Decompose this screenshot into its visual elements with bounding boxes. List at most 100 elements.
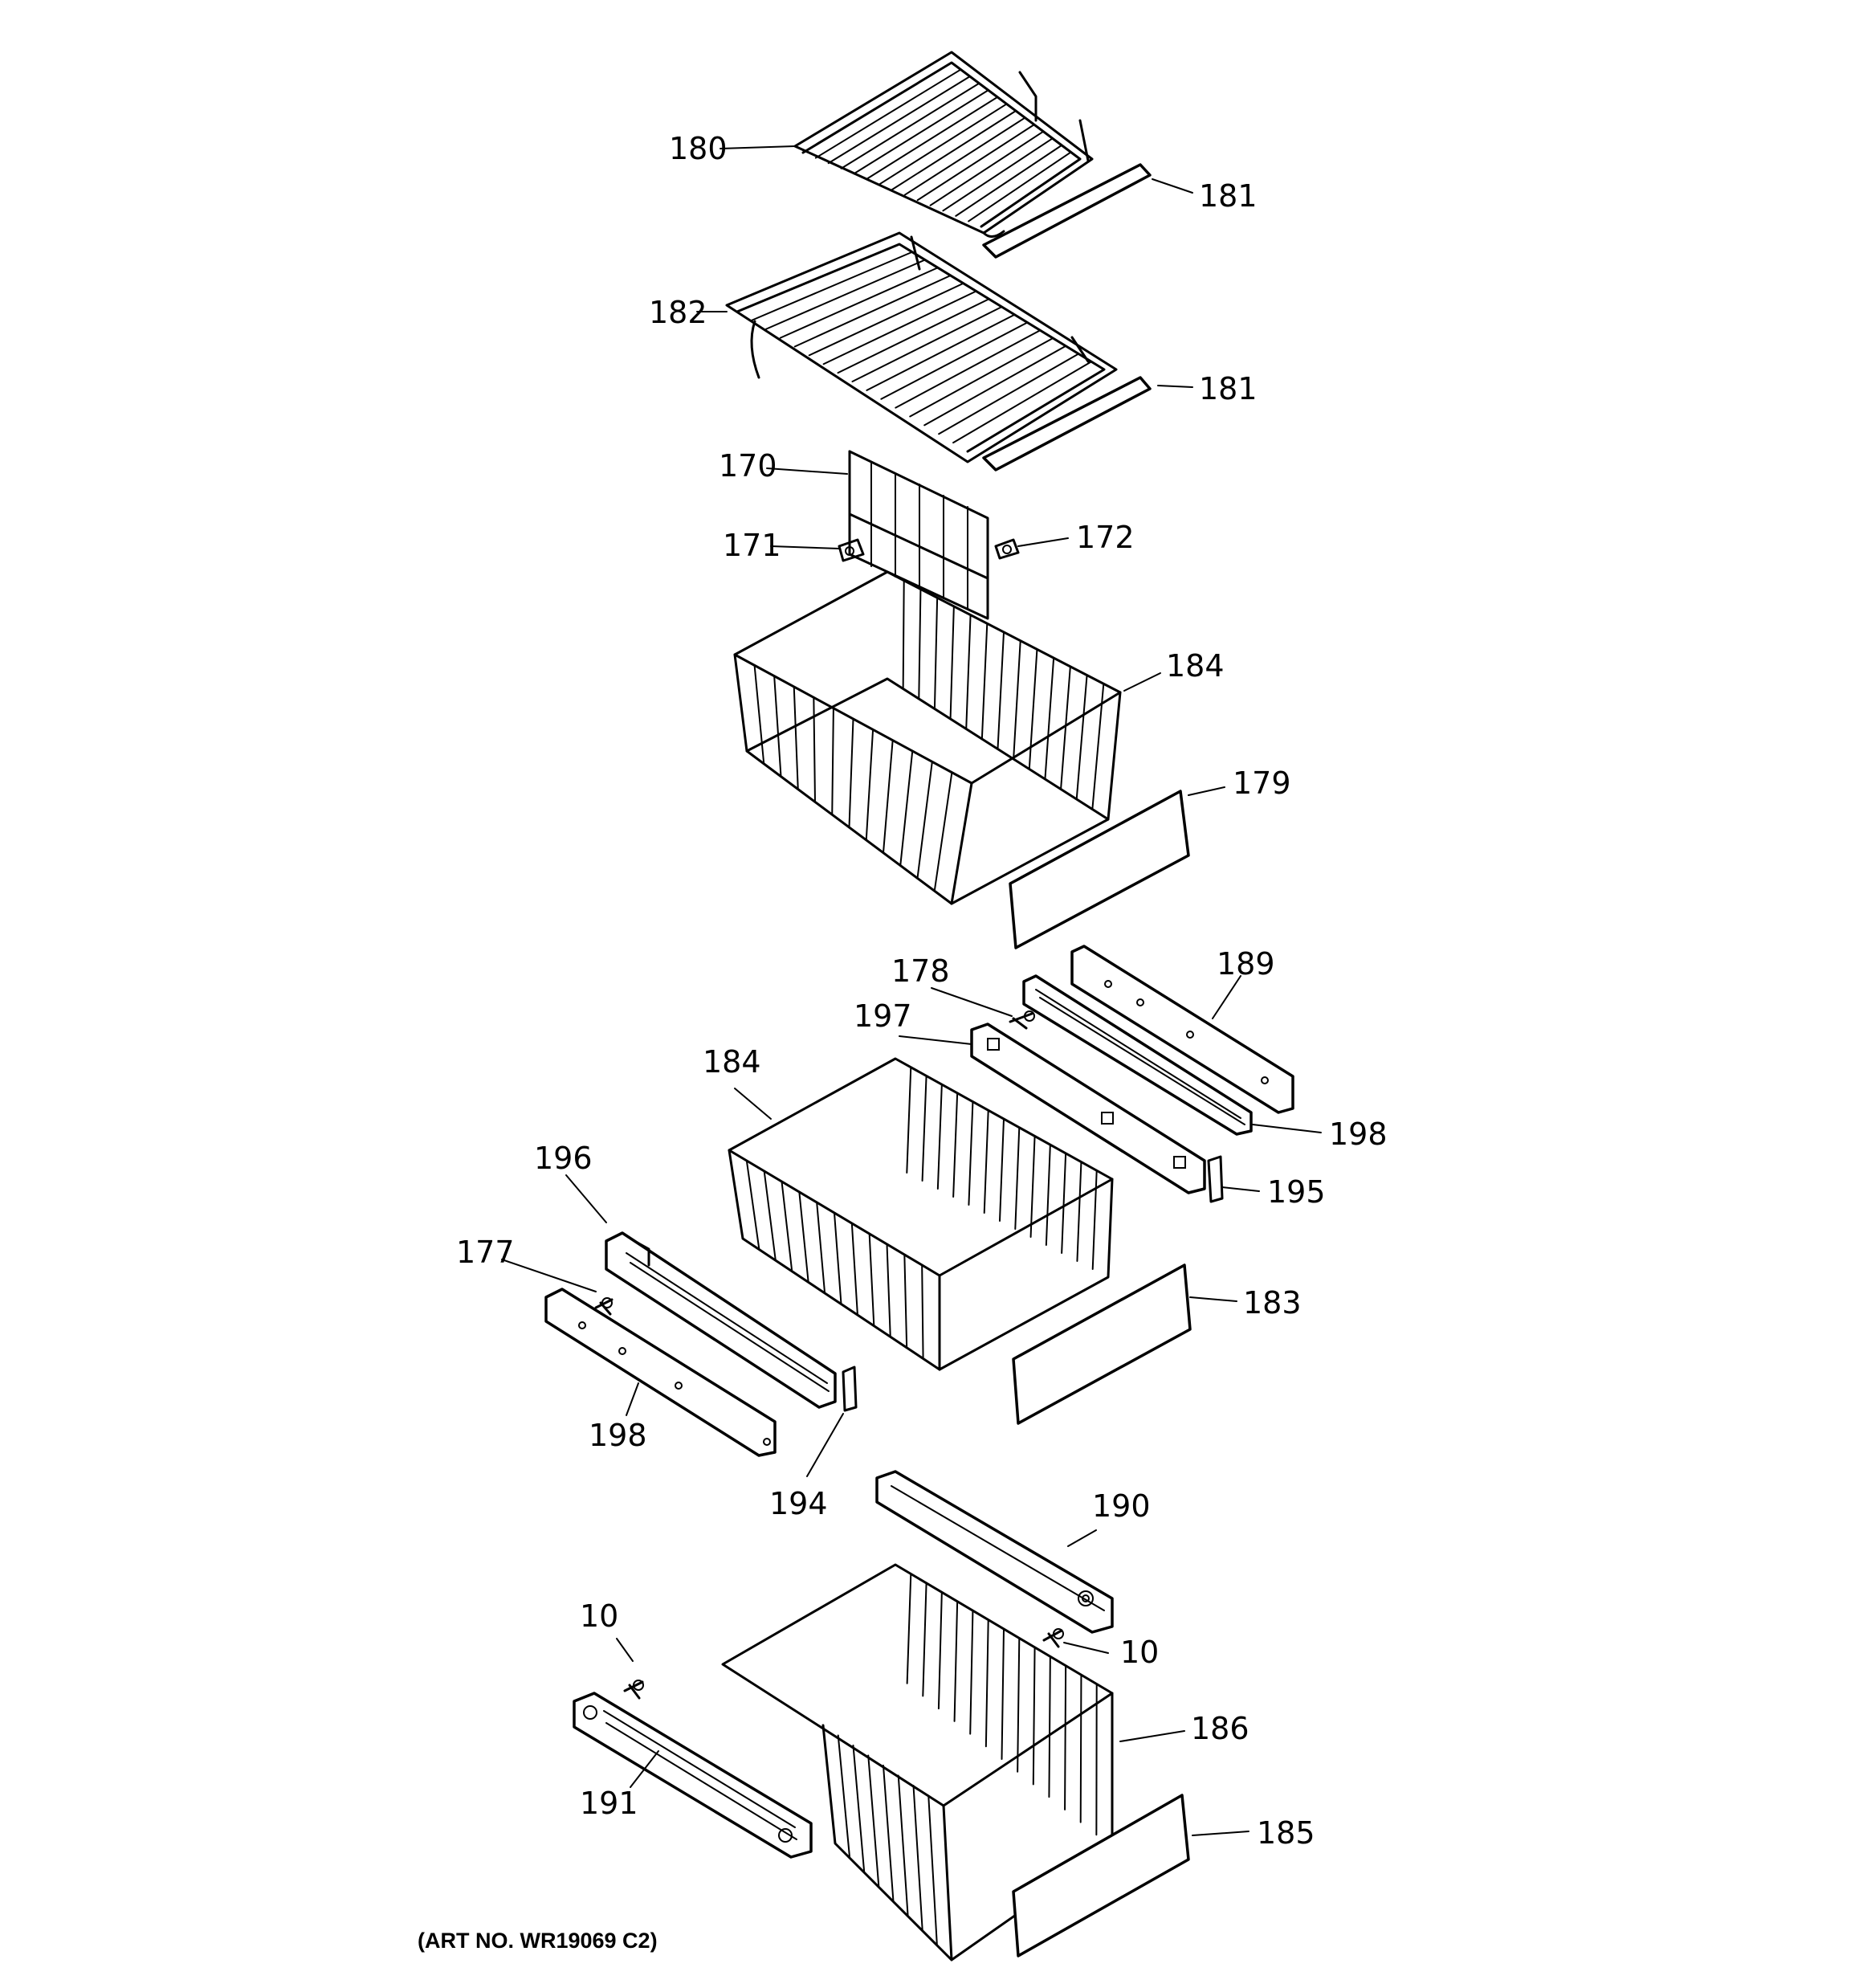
wire-rung — [997, 631, 1005, 750]
wire-rung — [916, 124, 1035, 202]
label-184-upper: 184 — [1166, 648, 1225, 684]
rail-end-195 — [1207, 1155, 1224, 1203]
wire-rung — [763, 1170, 777, 1262]
shelf-trim-181-top — [982, 163, 1152, 259]
label-178: 178 — [891, 953, 950, 989]
wire-rung — [750, 251, 913, 321]
wire-rung — [886, 1243, 891, 1338]
wire-rung — [813, 696, 816, 803]
wire-rung — [921, 1264, 924, 1360]
wire-basket-184-middle — [728, 1057, 1114, 1371]
wire-rung — [867, 1754, 880, 1888]
wire-rung — [814, 68, 962, 159]
wire-rung — [968, 151, 1072, 222]
wire-rung — [969, 1610, 974, 1735]
divider-170 — [848, 450, 989, 620]
wire-rung — [779, 267, 939, 339]
wire-rung — [764, 259, 926, 330]
wire-rung — [880, 321, 1029, 400]
wire-rung — [906, 1066, 912, 1174]
label-195: 195 — [1267, 1174, 1326, 1210]
wire-rung — [851, 306, 1003, 382]
wire-rung — [822, 290, 977, 365]
wire-rung — [952, 361, 1093, 444]
label-184-middle: 184 — [703, 1044, 761, 1080]
wire-rung — [853, 89, 989, 175]
wire-rung — [999, 1118, 1005, 1222]
shelf-trim-181-second — [982, 376, 1152, 471]
slide-rail-196-left — [605, 1231, 837, 1409]
wire-rung — [952, 1092, 959, 1198]
wire-rung — [816, 1202, 826, 1294]
wire-rung — [903, 116, 1026, 196]
label-182: 182 — [649, 295, 707, 330]
wire-rung — [840, 82, 980, 169]
wire-rung — [902, 579, 905, 690]
label-177: 177 — [456, 1235, 515, 1270]
wire-rung — [968, 1100, 974, 1206]
wire-rung — [933, 771, 953, 892]
wire-rung — [827, 76, 971, 165]
wire-rung — [921, 1075, 927, 1182]
label-170: 170 — [719, 448, 777, 484]
wire-rung — [953, 1600, 959, 1722]
screw-10-left — [623, 1680, 644, 1700]
wire-rung — [837, 298, 990, 374]
wire-rung — [1048, 1655, 1051, 1798]
wire-rung — [942, 137, 1054, 212]
wire-rung — [753, 664, 765, 765]
label-191: 191 — [580, 1786, 638, 1821]
basket-front-185 — [1012, 1794, 1190, 1957]
label-181-second: 181 — [1199, 371, 1258, 406]
wire-rung — [903, 1254, 908, 1349]
wire-rung — [852, 1745, 866, 1874]
wire-rung — [1061, 1152, 1067, 1254]
screw-178 — [1009, 1010, 1035, 1030]
wire-rung — [883, 739, 894, 854]
wire-rung — [937, 1591, 943, 1710]
wire-rung — [1091, 683, 1105, 810]
wire-basket-184-upper — [733, 570, 1122, 905]
wire-rung — [955, 144, 1063, 217]
wire-rung — [1076, 1161, 1082, 1262]
label-194: 194 — [769, 1486, 828, 1521]
wire-rung — [865, 729, 874, 841]
wire-shelf-180 — [793, 51, 1094, 238]
label-198-right: 198 — [1329, 1116, 1388, 1152]
wire-rung — [798, 1191, 809, 1284]
screw-10-right — [1042, 1628, 1064, 1648]
wire-rung — [1014, 1126, 1021, 1230]
wire-rung — [850, 1223, 858, 1316]
wire-rung — [773, 675, 782, 778]
wire-basket-186-bottom — [721, 1563, 1114, 1961]
label-196: 196 — [534, 1141, 593, 1176]
wire-rung — [1079, 1674, 1082, 1823]
label-190: 190 — [1092, 1488, 1151, 1524]
rear-bracket-190 — [875, 1470, 1114, 1634]
wire-rung — [906, 1573, 912, 1684]
wire-rung — [895, 329, 1042, 409]
wire-shelf-182 — [725, 231, 1118, 463]
wire-rung — [965, 614, 972, 730]
wire-rung — [916, 761, 933, 880]
label-172: 172 — [1076, 520, 1135, 555]
wire-rung — [984, 1619, 989, 1748]
wire-rung — [909, 337, 1054, 418]
wire-rung — [929, 130, 1045, 206]
wire-rung — [808, 282, 964, 357]
wire-rung — [1064, 1664, 1067, 1810]
wire-rung — [1029, 1135, 1036, 1238]
screw-177 — [594, 1297, 614, 1316]
wire-rung — [745, 1160, 760, 1251]
wire-rung — [831, 707, 834, 816]
wire-rung — [949, 605, 955, 720]
rail-cover-189 — [1070, 945, 1294, 1114]
wire-rung — [923, 345, 1067, 427]
wire-rung — [1032, 1646, 1036, 1786]
basket-front-179 — [1009, 790, 1190, 949]
wire-rung — [938, 353, 1080, 435]
wire-rung — [1028, 648, 1038, 770]
wire-rung — [879, 103, 1008, 186]
wire-rung — [912, 1785, 923, 1932]
